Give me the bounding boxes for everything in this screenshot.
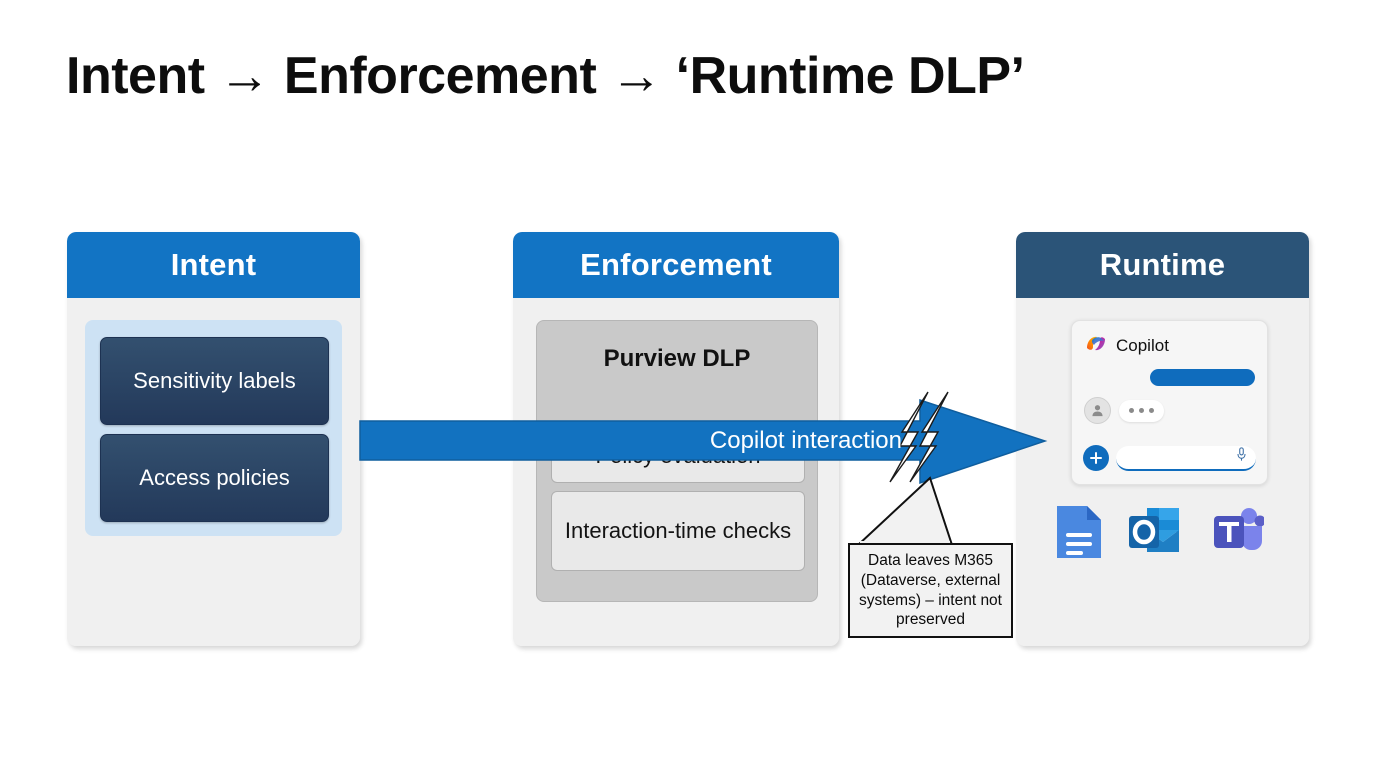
purview-dlp-title: Purview DLP — [603, 345, 751, 372]
chat-input[interactable] — [1116, 445, 1256, 471]
card-sensitivity-labels[interactable]: Sensitivity labels — [100, 337, 329, 425]
panel-enforcement-header: Enforcement — [513, 232, 839, 298]
copilot-app-header: Copilot — [1084, 331, 1169, 360]
panel-intent-body: Sensitivity labels Access policies — [67, 298, 360, 646]
app-icons-row — [1054, 503, 1266, 566]
copilot-swirl-icon — [1084, 331, 1108, 360]
page-title: Intent → Enforcement → ‘Runtime DLP’ — [66, 47, 1025, 105]
panel-runtime: Runtime — [1016, 232, 1309, 646]
avatar — [1084, 397, 1111, 424]
copilot-chat-card: Copilot — [1071, 320, 1268, 485]
panel-intent: Intent Sensitivity labels Access policie… — [67, 232, 360, 646]
panel-runtime-body: Copilot — [1016, 298, 1309, 646]
outlook-icon[interactable] — [1127, 504, 1183, 565]
card-access-policies[interactable]: Access policies — [100, 434, 329, 522]
panel-intent-header: Intent — [67, 232, 360, 298]
panel-runtime-header: Runtime — [1016, 232, 1309, 298]
panel-enforcement-body: Purview DLP Policy evaluation Interactio… — [513, 298, 839, 646]
typing-dot — [1139, 408, 1144, 413]
typing-dot — [1129, 408, 1134, 413]
copilot-app-name: Copilot — [1116, 335, 1169, 355]
card-interaction-time-checks[interactable]: Interaction-time checks — [551, 491, 805, 571]
typing-indicator — [1119, 399, 1164, 422]
callout-box: Data leaves M365 (Dataverse, external sy… — [848, 543, 1013, 638]
typing-dot — [1149, 408, 1154, 413]
assistant-message-bubble — [1150, 369, 1255, 386]
user-message-row — [1084, 397, 1164, 424]
word-document-icon[interactable] — [1054, 503, 1104, 566]
microphone-icon[interactable] — [1235, 447, 1248, 467]
arrow-label: Copilot interaction — [709, 426, 902, 454]
plus-icon[interactable] — [1083, 445, 1109, 471]
intent-card-group: Sensitivity labels Access policies — [85, 320, 342, 536]
composer-row — [1083, 445, 1256, 471]
purview-dlp-group: Purview DLP Policy evaluation Interactio… — [536, 320, 818, 602]
callout-pointer — [855, 476, 954, 546]
teams-icon[interactable] — [1206, 504, 1266, 565]
